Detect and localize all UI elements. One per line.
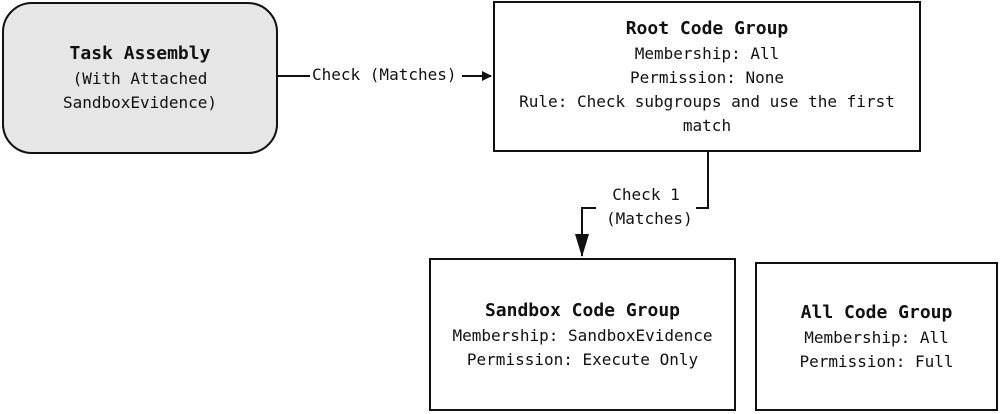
sandbox-code-group-node: Sandbox Code Group Membership: SandboxEv… xyxy=(429,258,736,411)
task-assembly-title: Task Assembly xyxy=(69,43,211,64)
task-assembly-node: Task Assembly (With Attached SandboxEvid… xyxy=(2,2,278,154)
edge-root-to-sandbox xyxy=(575,152,709,257)
edge-label-check-1-line2: (Matches) xyxy=(606,209,693,228)
edge-label-check-1-line1: Check 1 xyxy=(612,185,680,204)
task-assembly-line1: (With Attached xyxy=(72,69,208,88)
root-group-membership: Membership: All xyxy=(634,43,780,63)
root-group-rule: Rule: Check subgroups and use the first … xyxy=(519,91,895,135)
sandbox-group-title: Sandbox Code Group xyxy=(484,299,681,321)
sandbox-group-membership: Membership: SandboxEvidence xyxy=(452,325,713,345)
edge-label-check-matches: Check (Matches) xyxy=(312,63,457,87)
all-group-title: All Code Group xyxy=(800,301,953,323)
sandbox-group-permission: Permission: Execute Only xyxy=(466,349,699,369)
root-code-group-node: Root Code Group Membership: All Permissi… xyxy=(493,1,921,152)
all-group-permission: Permission: Full xyxy=(799,351,954,371)
task-assembly-line2: SandboxEvidence) xyxy=(62,93,218,112)
root-group-title: Root Code Group xyxy=(625,17,789,39)
all-code-group-node: All Code Group Membership: All Permissio… xyxy=(755,262,998,411)
root-group-permission: Permission: None xyxy=(629,67,785,87)
edge-label-check-1: Check 1 (Matches) xyxy=(606,183,693,231)
all-group-membership: Membership: All xyxy=(804,327,949,347)
